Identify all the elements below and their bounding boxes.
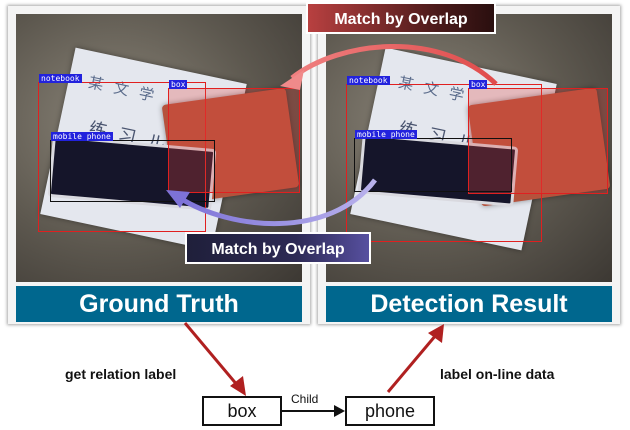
detection-result-caption: Detection Result xyxy=(326,286,612,322)
bbox-label-mobile-phone: mobile phone xyxy=(51,132,113,141)
graph-edge-child-label: Child xyxy=(291,392,319,406)
detection-result-panel: 某 文 学 练 习 ル notebook box mobile phone De… xyxy=(318,6,620,324)
ground-truth-photo: 某 文 学 练 习 ル notebook box mobile phone xyxy=(16,14,302,282)
get-relation-label-note: get relation label xyxy=(65,366,177,382)
match-by-overlap-bottom: Match by Overlap xyxy=(185,232,371,264)
graph-node-box: box xyxy=(202,396,282,426)
bbox-notebook: notebook xyxy=(346,76,542,242)
match-by-overlap-top: Match by Overlap xyxy=(306,2,496,34)
bbox-box: box xyxy=(468,80,608,194)
top-match-arrowhead xyxy=(280,70,304,90)
child-edge-arrowhead xyxy=(334,405,345,417)
graph-node-phone: phone xyxy=(345,396,435,426)
bbox-label-box: box xyxy=(169,80,188,89)
bbox-label-mobile-phone: mobile phone xyxy=(355,130,417,139)
gt-to-box-arrowhead xyxy=(230,376,246,396)
bbox-label-box: box xyxy=(469,80,488,89)
ground-truth-panel: 某 文 学 练 习 ル notebook box mobile phone Gr… xyxy=(8,6,310,324)
bbox-notebook: notebook xyxy=(38,74,206,232)
phone-to-detection-arrowhead xyxy=(428,324,444,343)
detection-result-photo: 某 文 学 练 习 ル notebook box mobile phone xyxy=(326,14,612,282)
bottom-match-arrow xyxy=(178,178,377,226)
bottom-match-arrowhead xyxy=(166,190,190,208)
ground-truth-caption: Ground Truth xyxy=(16,286,302,322)
bbox-mobile-phone: mobile phone xyxy=(50,132,215,202)
phone-to-detection-arrow xyxy=(386,334,438,393)
gt-to-box-arrow xyxy=(183,322,240,387)
top-match-arrow xyxy=(290,44,498,86)
label-online-data-note: label on-line data xyxy=(440,366,555,382)
bbox-label-notebook: notebook xyxy=(39,74,82,83)
bbox-label-notebook: notebook xyxy=(347,76,390,85)
bbox-mobile-phone: mobile phone xyxy=(354,130,512,192)
